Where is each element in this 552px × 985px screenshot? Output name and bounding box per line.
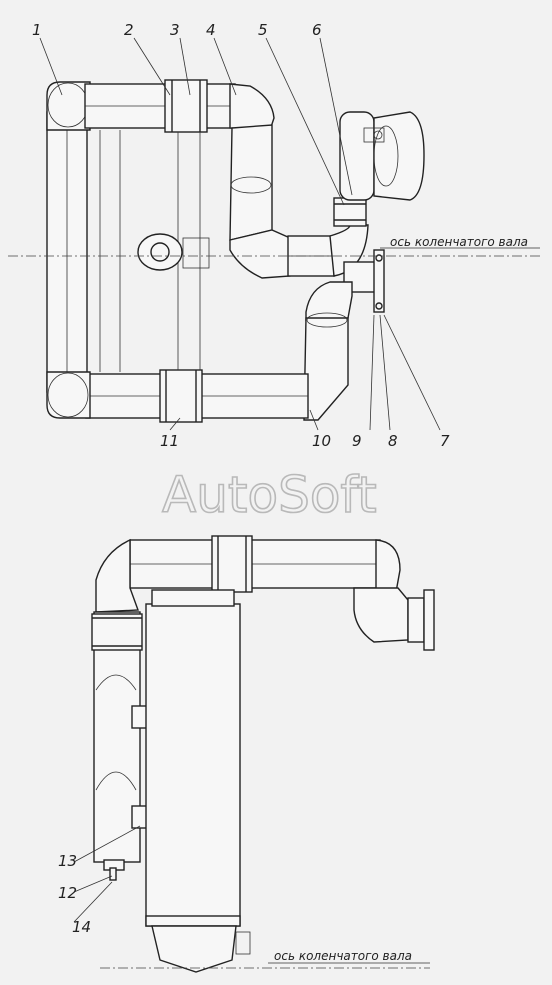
top-view: ось коленчатого вала — [8, 79, 540, 423]
callout-5: 5 — [258, 21, 268, 39]
top-left-elbow — [46, 81, 91, 131]
clamp-11 — [159, 369, 203, 423]
descending-pipe — [229, 124, 273, 241]
callout-7: 7 — [440, 432, 450, 450]
callout-leaders-bottom — [73, 825, 141, 923]
callout-4: 4 — [206, 21, 216, 39]
gauge-flange — [137, 233, 210, 271]
watermark: AutoSoft — [162, 466, 377, 524]
callout-3: 3 — [170, 21, 180, 39]
bottom-flange-pipe — [407, 597, 425, 643]
bottom-left-elbow — [46, 371, 91, 419]
callout-13: 13 — [58, 852, 77, 870]
callout-6: 6 — [312, 21, 322, 39]
lower-elbow — [229, 229, 291, 279]
callout-2: 2 — [124, 21, 134, 39]
callout-10: 10 — [312, 432, 331, 450]
callout-8: 8 — [388, 432, 398, 450]
bottom-right-down-elbow — [353, 587, 409, 643]
bottom-view: ось коленчатого вала — [91, 535, 435, 973]
callout-leaders-top — [39, 37, 441, 431]
elbow-10 — [303, 317, 349, 421]
callout-1: 1 — [32, 21, 42, 39]
muffler-top-cap — [151, 589, 235, 607]
muffler-bottom-band — [145, 915, 241, 927]
elbow-10-upper — [305, 281, 353, 321]
muffler-base — [151, 925, 237, 973]
bottom-left-elbow-view — [95, 538, 139, 613]
muffler-body — [145, 603, 241, 927]
callout-14: 14 — [72, 918, 91, 936]
callout-12: 12 — [58, 884, 77, 902]
callout-11: 11 — [160, 432, 179, 450]
elbow-4 — [229, 83, 275, 131]
axis-label-bottom: ось коленчатого вала — [274, 949, 412, 963]
callout-9: 9 — [352, 432, 362, 450]
bottom-right-elbow — [375, 539, 401, 593]
drain-plug — [109, 867, 117, 881]
bottom-left-clamp — [91, 613, 143, 651]
flange-assembly — [343, 249, 385, 313]
axis-label-top: ось коленчатого вала — [390, 235, 528, 249]
turbocharger-6 — [339, 111, 425, 201]
bottom-flange — [423, 589, 435, 651]
clamp-5 — [333, 197, 367, 227]
